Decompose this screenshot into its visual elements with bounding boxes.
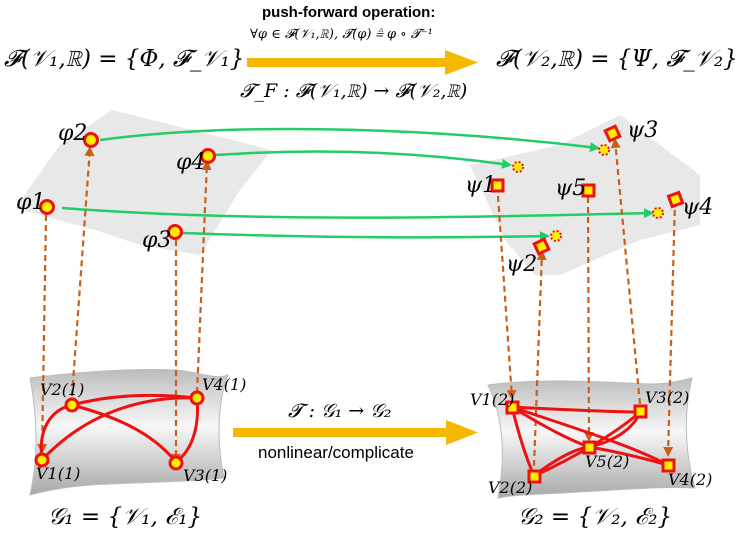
- pushforward-definition: ∀φ ∈ 𝓕(𝒱₁,ℝ), 𝓣(φ) ≜ φ ∘ 𝓣⁻¹: [250, 27, 433, 42]
- V5-2-node: [582, 440, 597, 455]
- function-arrows: [61, 127, 654, 242]
- phi3-node: [167, 224, 183, 240]
- label-V3-1: V3(1): [183, 466, 228, 485]
- label-psi2: ψ2: [506, 252, 538, 277]
- V4-1-node: [189, 390, 205, 406]
- label-V4-2: V4(2): [668, 470, 713, 489]
- phi2-node: [83, 132, 99, 148]
- graph-mapping-arrow: [233, 420, 478, 445]
- right-graph-label: 𝒢₂ = {𝒱₂, ℰ₂}: [518, 504, 673, 530]
- left-graph-label: 𝒢₁ = {𝒱₁, ℰ₁}: [48, 504, 203, 530]
- psi1-node: [490, 178, 505, 193]
- left-function-nodes: [39, 132, 216, 240]
- V3-1-node: [168, 455, 184, 471]
- label-V5-2: V5(2): [585, 452, 630, 471]
- dashed-correspondence-arrows: [37, 138, 677, 467]
- header-title: push-forward operation:: [262, 4, 436, 21]
- psi5-node: [581, 183, 596, 198]
- left-graph-nodes: [34, 390, 205, 471]
- phi1-node: [39, 199, 55, 215]
- label-phi2: φ2: [58, 121, 88, 146]
- V1-2-node: [505, 400, 520, 415]
- label-V4-1: V4(1): [202, 375, 247, 394]
- pushforward-operator: 𝓣_F : 𝓕(𝒱₁,ℝ) → 𝓕(𝒱₂,ℝ): [240, 80, 468, 102]
- V2-2-node: [527, 469, 542, 484]
- V3-2-node: [633, 404, 648, 419]
- right-function-nodes: [490, 124, 685, 256]
- label-phi1: φ1: [16, 190, 46, 215]
- label-psi3: ψ3: [627, 118, 659, 143]
- V2-1-node: [64, 397, 80, 413]
- left-function-plane: [15, 110, 272, 255]
- label-V2-1: V2(1): [40, 380, 85, 399]
- diagram-canvas: [15, 50, 700, 499]
- right-graph-nodes: [505, 400, 676, 484]
- mapping-caption: nonlinear/complicate: [258, 443, 414, 462]
- V4-2-node: [661, 458, 676, 473]
- psi4-node: [666, 190, 685, 209]
- label-phi4: φ4: [176, 150, 206, 175]
- push-forward-arrow: [247, 50, 478, 75]
- label-V2-2: V2(2): [488, 478, 533, 497]
- label-V1-2: V1(2): [470, 390, 515, 409]
- left-function-space: 𝓕(𝒱₁,ℝ) = {Φ, 𝓕_𝒱₁}: [4, 46, 245, 72]
- psi2-node: [532, 237, 551, 256]
- label-psi1: ψ1: [465, 173, 497, 198]
- label-V1-1: V1(1): [36, 464, 81, 483]
- label-phi3: φ3: [142, 228, 172, 253]
- label-psi4: ψ4: [682, 195, 714, 220]
- right-function-space: 𝓕(𝒱₂,ℝ) = {Ψ, 𝓕_𝒱₂}: [496, 46, 738, 72]
- graph-mapping-label: 𝓣 : 𝒢₁ → 𝒢₂: [288, 400, 392, 422]
- target-marks: [512, 144, 664, 242]
- psi3-node: [603, 124, 622, 143]
- label-V3-2: V3(2): [645, 388, 690, 407]
- label-psi5: ψ5: [555, 176, 587, 201]
- V1-1-node: [34, 452, 50, 468]
- phi4-node: [200, 148, 216, 164]
